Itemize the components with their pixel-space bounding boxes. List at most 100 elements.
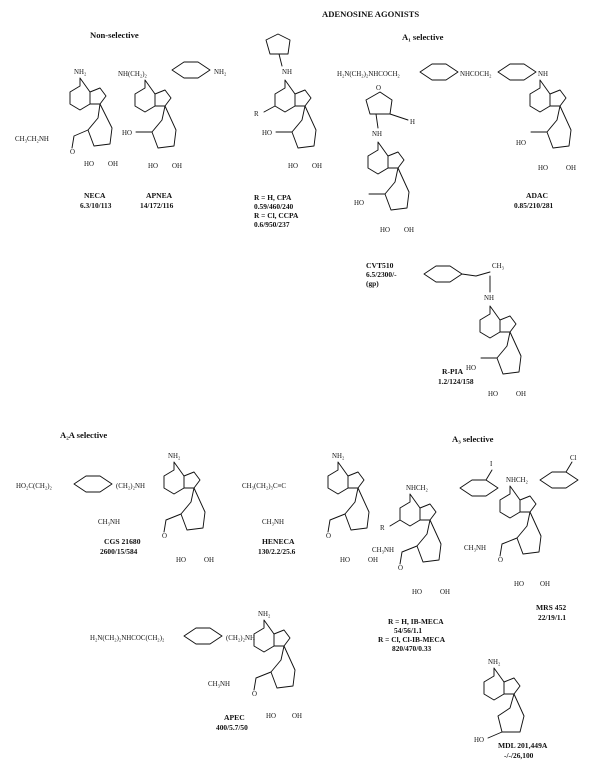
- apnea-values: 14/172/116: [140, 201, 174, 210]
- atom-label: OH: [368, 557, 378, 564]
- compound-cvt510: O H NH HO HO OH CVT510 6.5/2300/- (gp): [354, 85, 415, 288]
- cpa-values2: 0.6/950/237: [254, 220, 290, 229]
- cgs-values: 2600/15/584: [100, 547, 138, 556]
- atom-label: R: [254, 111, 259, 118]
- apec-left: H₂N(CH₂)₂NHCOC(CH₂)₂: [90, 635, 165, 642]
- apec-chain: (CH₂)₂NH: [226, 635, 255, 642]
- atom-label: CH₃NH: [208, 681, 230, 688]
- mrs452-name: MRS 452: [536, 603, 566, 612]
- atom-label: OH: [204, 557, 214, 564]
- apnea-substituent: NH(CH₂)₂: [118, 71, 148, 78]
- atom-label: NH₂: [332, 453, 345, 460]
- atom-label: HO: [262, 130, 272, 137]
- atom-label: OH: [312, 163, 322, 170]
- atom-label: HO: [340, 557, 350, 564]
- ibmeca-values2: 820/470/0.33: [392, 644, 432, 653]
- mrs452-values: 22/19/1.1: [538, 613, 566, 622]
- compound-adac: H₂N(CH₂)₂NHCOCH₂ NHCOCH₂ NH HO HO OH ADA…: [337, 63, 576, 210]
- heneca-chain: CH₃(CH₂)₃C≡C: [242, 483, 286, 490]
- adac-name: ADAC: [526, 191, 548, 200]
- atom-label: HO: [266, 713, 276, 720]
- atom-label: OH: [540, 581, 550, 588]
- atom-label: NH: [538, 71, 548, 78]
- heneca-values: 130/2.2/25.6: [258, 547, 296, 556]
- atom-label: R: [380, 525, 385, 532]
- atom-label: HO: [538, 165, 548, 172]
- atom-label: NH₂: [74, 69, 87, 76]
- atom-label: O: [162, 533, 167, 540]
- cpa-line2: R = Cl, CCPA: [254, 211, 299, 220]
- cpa-values1: 0.59/460/240: [254, 202, 294, 211]
- atom-label: NH₂: [214, 69, 227, 76]
- atom-label: OH: [292, 713, 302, 720]
- atom-label: O: [398, 565, 403, 572]
- section-a2a: A₂A selective: [60, 430, 107, 440]
- atom-label: OH: [108, 161, 118, 168]
- atom-label: HO: [474, 737, 484, 744]
- compound-apnea: NH(CH₂)₂ NH₂ HO HO OH APNEA 14/172/116: [118, 61, 227, 210]
- atom-label: HO: [84, 161, 94, 168]
- atom-label: OH: [440, 589, 450, 596]
- atom-label: HO: [488, 391, 498, 398]
- adac-values: 0.85/210/281: [514, 201, 554, 210]
- atom-label: HO: [514, 581, 524, 588]
- atom-label: H: [410, 119, 415, 126]
- atom-label: NH: [484, 295, 494, 302]
- apec-name: APEC: [224, 713, 245, 722]
- compound-rpia: CH₃ NH HO HO OH R-PIA 1.2/124/158: [423, 263, 526, 398]
- atom-label: OH: [516, 391, 526, 398]
- compound-mrs452: Cl NHCH₂ CH₃NH O HO OH MRS 452 22/19/1.1: [464, 455, 579, 622]
- atom-label: OH: [172, 163, 182, 170]
- ibmeca-values1: 54/56/1.1: [394, 626, 422, 635]
- neca-values: 6.3/10/113: [80, 201, 112, 210]
- cgs-chain: (CH₂)₂NH: [116, 483, 145, 490]
- atom-label: HO: [354, 200, 364, 207]
- atom-label: HO: [288, 163, 298, 170]
- atom-label: I: [490, 461, 493, 468]
- atom-label: OH: [566, 165, 576, 172]
- atom-label: HO: [176, 557, 186, 564]
- ibmeca-line1: R = H, IB-MECA: [388, 617, 444, 626]
- cvt510-values: 6.5/2300/-: [366, 270, 397, 279]
- mdl-values: -/-/26,100: [504, 751, 534, 760]
- atom-label: Cl: [570, 455, 577, 462]
- atom-label: HO: [466, 365, 476, 372]
- atom-label: CH₃NH: [262, 519, 284, 526]
- atom-label: HO: [122, 130, 132, 137]
- heneca-name: HENECA: [262, 537, 295, 546]
- atom-label: NH₂: [258, 611, 271, 618]
- mdl-name: MDL 201,449A: [498, 741, 548, 750]
- atom-label: HO: [148, 163, 158, 170]
- atom-label: HO: [412, 589, 422, 596]
- atom-label: O: [70, 149, 75, 156]
- atom-label: O: [252, 691, 257, 698]
- atom-label: CH₃NH: [98, 519, 120, 526]
- cgs-name: CGS 21680: [104, 537, 141, 546]
- cgs-left: HO₂C(CH₂)₂: [16, 483, 53, 490]
- atom-label: NHCH₂: [506, 477, 529, 484]
- atom-label: OH: [404, 227, 414, 234]
- cvt510-note: (gp): [366, 279, 379, 288]
- adac-linker2: NHCOCH₂: [460, 71, 492, 78]
- compound-heneca: CH₃(CH₂)₃C≡C NH₂ CH₃NH O HO OH HENECA 13…: [242, 453, 378, 564]
- compound-neca: NH₂ CH₃CH₂NH O HO OH NECA 6.3/10/113: [15, 69, 118, 210]
- section-a1: A₁ selective: [402, 32, 444, 42]
- compound-cpa: NH R HO HO OH R = H, CPA 0.59/460/240 R …: [254, 33, 322, 229]
- section-nonselective: Non-selective: [90, 30, 139, 40]
- atom-label: NH: [372, 131, 382, 138]
- atom-label: NHCH₂: [406, 485, 429, 492]
- compound-cgs21680: HO₂C(CH₂)₂ (CH₂)₂NH NH₂ CH₃NH O HO OH CG…: [16, 453, 214, 564]
- compound-apec: H₂N(CH₂)₂NHCOC(CH₂)₂ (CH₂)₂NH NH₂ CH₃NH …: [90, 611, 302, 732]
- atom-label: HO: [516, 140, 526, 147]
- compound-mdl201449a: NH₂ HO MDL 201,449A -/-/26,100: [474, 659, 548, 760]
- atom-label: O: [498, 557, 503, 564]
- ibmeca-line2: R = Cl, Cl-IB-MECA: [378, 635, 446, 644]
- atom-label: NH₂: [488, 659, 501, 666]
- atom-label: O: [376, 85, 381, 92]
- atom-label: CH₃NH: [464, 545, 486, 552]
- atom-label: CH₃: [492, 263, 505, 270]
- cpa-line1: R = H, CPA: [254, 193, 292, 202]
- rpia-values: 1.2/124/158: [438, 377, 474, 386]
